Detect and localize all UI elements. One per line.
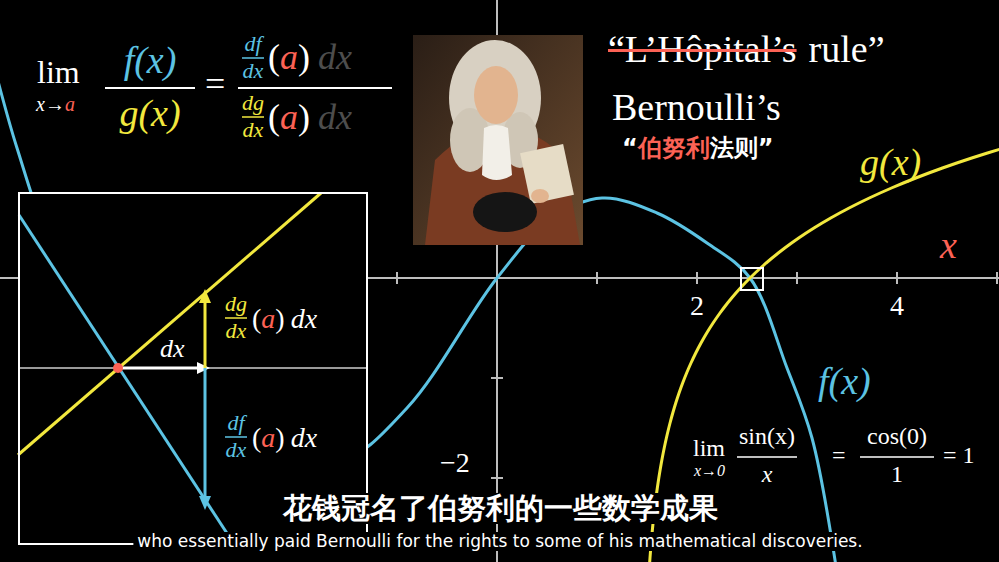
math-label: ( [252, 424, 261, 452]
point-a [113, 363, 123, 373]
math-label: lim [37, 56, 80, 88]
tick [491, 377, 503, 379]
math-label: ( [252, 305, 261, 333]
tick [491, 477, 503, 479]
tick [996, 272, 998, 284]
fraction-bar [225, 436, 247, 438]
math-label: dx [243, 60, 264, 82]
math-label: dx [243, 119, 264, 141]
subtitle: 花钱冠名了伯努利的一些数学成果 [279, 493, 722, 524]
math-label: ) [298, 39, 310, 75]
formula-row: (a)dx [252, 424, 317, 452]
curves [0, 38, 999, 562]
dx-arrow [118, 367, 198, 370]
math-label: lim [693, 436, 725, 460]
math-label: dx [291, 424, 317, 452]
tick-label: −2 [440, 449, 470, 477]
math-label: a [261, 424, 275, 452]
dg-arrow [204, 302, 207, 368]
df-arrow [204, 368, 207, 497]
math-label: dx [291, 305, 317, 333]
math-label: ) [275, 305, 284, 333]
math-label: dx [226, 439, 247, 461]
curve-label: g(x) [860, 143, 921, 181]
tick [596, 272, 598, 284]
portrait-face [474, 66, 518, 124]
curve-label: f(x) [818, 362, 871, 400]
tangent-f [19, 215, 234, 544]
math-label: a [280, 39, 298, 75]
intersection-marker [741, 268, 763, 290]
fraction-bar [105, 87, 195, 89]
portrait-paper [520, 144, 574, 204]
fraction-bar [238, 87, 392, 89]
math-label: g(x) [119, 94, 180, 132]
math-label: dx [318, 39, 352, 75]
fraction-bar [860, 456, 934, 458]
dg-arrowhead [199, 289, 211, 303]
portrait-ground [413, 35, 583, 245]
math-label: df [227, 412, 244, 434]
math-label: dx [160, 336, 185, 362]
math-label: dx [318, 99, 352, 135]
formula-row: x→a [36, 94, 75, 114]
math-label: a [280, 99, 298, 135]
tick [896, 272, 898, 284]
title-text: “ [622, 136, 638, 160]
math-label: f(x) [124, 41, 177, 79]
math-label: 1 [891, 462, 903, 486]
axis-label: x [940, 226, 957, 264]
portrait-hand [531, 189, 549, 203]
portrait [413, 35, 583, 245]
tick-label: 4 [890, 292, 904, 320]
title-text: Bernoulli’s [612, 88, 781, 126]
math-label: df [244, 33, 261, 55]
math-label: x→ [36, 94, 65, 114]
portrait-cravat [482, 125, 512, 180]
formula-row: (a)dx [268, 99, 352, 135]
math-label: sin(x) [739, 424, 795, 448]
title-text: 法则” [710, 136, 774, 160]
formula-row: “伯努利法则” [622, 136, 774, 160]
math-label: x→0 [694, 463, 725, 479]
tangent-g [18, 193, 321, 455]
math-label: = [205, 66, 225, 102]
math-label: = 1 [943, 443, 975, 467]
tick [396, 272, 398, 284]
fraction-bar [242, 116, 264, 118]
math-label: ( [268, 99, 280, 135]
title-text: rule” [809, 30, 885, 68]
title-text: 伯努利 [638, 136, 710, 160]
portrait-hat [473, 192, 537, 232]
formula-row: (a)dx [268, 39, 352, 75]
tick [796, 272, 798, 284]
formula-row: (a)dx [252, 305, 317, 333]
math-label: ( [268, 39, 280, 75]
math-label: cos(0) [867, 424, 927, 448]
fraction-bar [737, 456, 797, 458]
math-label: a [65, 94, 75, 114]
formula-row: “L’Hôpital’s rule” [608, 30, 885, 68]
math-label: a [261, 305, 275, 333]
math-label: x [762, 462, 773, 486]
fraction-bar [225, 317, 247, 319]
title-text: “L’Hôpital’s [608, 30, 797, 68]
math-label: dg [242, 92, 264, 114]
math-label: = [832, 443, 846, 467]
inset-axis [18, 367, 368, 369]
math-label: ) [275, 424, 284, 452]
math-label: ) [298, 99, 310, 135]
tick-label: 2 [690, 292, 704, 320]
math-label: dx [226, 320, 247, 342]
math-label: dg [225, 293, 247, 315]
df-arrowhead [199, 496, 211, 510]
tick [696, 272, 698, 284]
fraction-bar [242, 57, 264, 59]
subtitle: who essentially paid Bernoulli for the r… [133, 532, 866, 551]
